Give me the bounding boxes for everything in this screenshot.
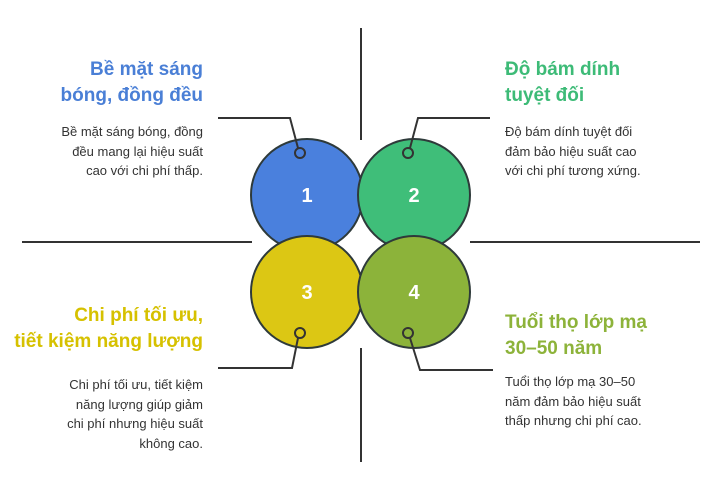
body-line: với chi phí tương xứng.	[505, 163, 641, 178]
title-line: Bề mặt sáng	[90, 59, 203, 80]
body-line: chi phí nhưng hiệu suất	[67, 416, 203, 431]
body-line: không cao.	[139, 435, 203, 451]
body-4: Tuổi thọ lớp mạ 30–50 năm đảm bảo hiệu su…	[505, 372, 642, 431]
body-line: thấp nhưng chi phí cao.	[505, 413, 642, 428]
body-line: đều mang lại hiệu suất	[72, 143, 203, 159]
title-3: Chi phí tối ưu, tiết kiệm năng lượng	[14, 303, 203, 355]
body-line: Độ bám dính tuyệt đối	[505, 124, 633, 139]
body-line: Bề mặt sáng bóng, đồng	[61, 124, 203, 139]
connector-dot-2	[402, 147, 414, 159]
body-line: đảm bảo hiệu suất cao	[505, 143, 637, 159]
circle-number-4: 4	[408, 282, 420, 304]
connector-1	[218, 117, 299, 149]
title-2: Độ bám dính tuyệt đối	[505, 57, 620, 109]
connector-dot-3	[294, 327, 306, 339]
title-line: Tuổi thọ lớp mạ	[505, 312, 647, 333]
connector-dot-4	[402, 327, 414, 339]
connector-4	[409, 337, 493, 371]
title-line: Chi phí tối ưu,	[74, 305, 203, 326]
connector-dot-1	[294, 147, 306, 159]
title-1: Bề mặt sáng bóng, đồng đều	[61, 57, 203, 109]
body-line: Tuổi thọ lớp mạ 30–50	[505, 374, 636, 389]
circle-number-1: 1	[301, 185, 312, 207]
title-line: Độ bám dính	[505, 59, 621, 80]
title-line: tuyệt đối	[505, 85, 585, 106]
title-4: Tuổi thọ lớp mạ 30–50 năm	[505, 310, 647, 362]
circle-number-3: 3	[301, 282, 312, 304]
connector-2	[409, 117, 490, 149]
body-3: Chi phí tối ưu, tiết kiệm năng lượng giúp…	[67, 375, 203, 453]
body-line: năm đảm bảo hiệu suất	[505, 393, 641, 409]
circle-number-2: 2	[408, 185, 419, 207]
title-line: 30–50 năm	[505, 338, 603, 359]
title-line: tiết kiệm năng lượng	[14, 331, 203, 352]
title-line: bóng, đồng đều	[60, 85, 203, 106]
connector-3	[218, 337, 299, 369]
body-line: cao với chi phí thấp.	[86, 163, 203, 178]
body-line: Chi phí tối ưu, tiết kiệm	[69, 377, 203, 392]
body-2: Độ bám dính tuyệt đối đảm bảo hiệu suất c…	[505, 122, 641, 181]
body-line: năng lượng giúp giảm	[75, 396, 203, 412]
body-1: Bề mặt sáng bóng, đồng đều mang lại hiệu …	[61, 122, 203, 181]
